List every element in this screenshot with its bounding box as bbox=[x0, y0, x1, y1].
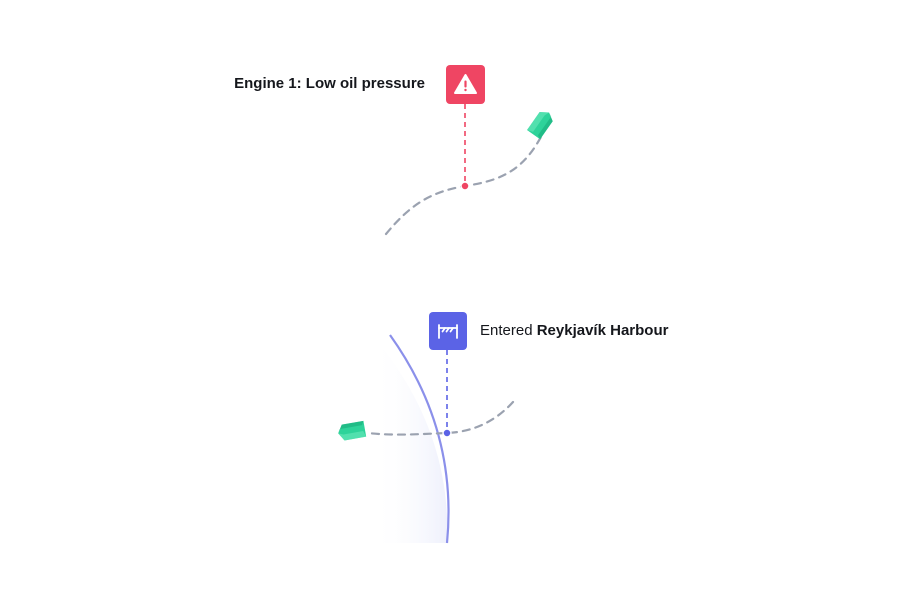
geofence-boundary bbox=[389, 334, 450, 544]
alert-badge[interactable] bbox=[446, 65, 485, 104]
harbour-barrier-icon bbox=[438, 324, 458, 339]
alert-event-label: Engine 1: Low oil pressure bbox=[234, 75, 425, 92]
geofence-area bbox=[373, 336, 448, 543]
alert-position-marker[interactable] bbox=[460, 181, 470, 191]
vessel-track-lower bbox=[366, 400, 515, 436]
harbour-event-prefix: Entered bbox=[480, 322, 533, 339]
vessel-icon-upper bbox=[526, 112, 553, 140]
warning-triangle-icon bbox=[454, 74, 477, 94]
vessel-icon-lower bbox=[338, 420, 367, 441]
harbour-badge[interactable] bbox=[429, 312, 467, 350]
harbour-event-label: Entered Reykjavík Harbour bbox=[480, 322, 668, 339]
harbour-entry-marker[interactable] bbox=[442, 428, 452, 438]
harbour-name: Reykjavík Harbour bbox=[536, 322, 669, 339]
